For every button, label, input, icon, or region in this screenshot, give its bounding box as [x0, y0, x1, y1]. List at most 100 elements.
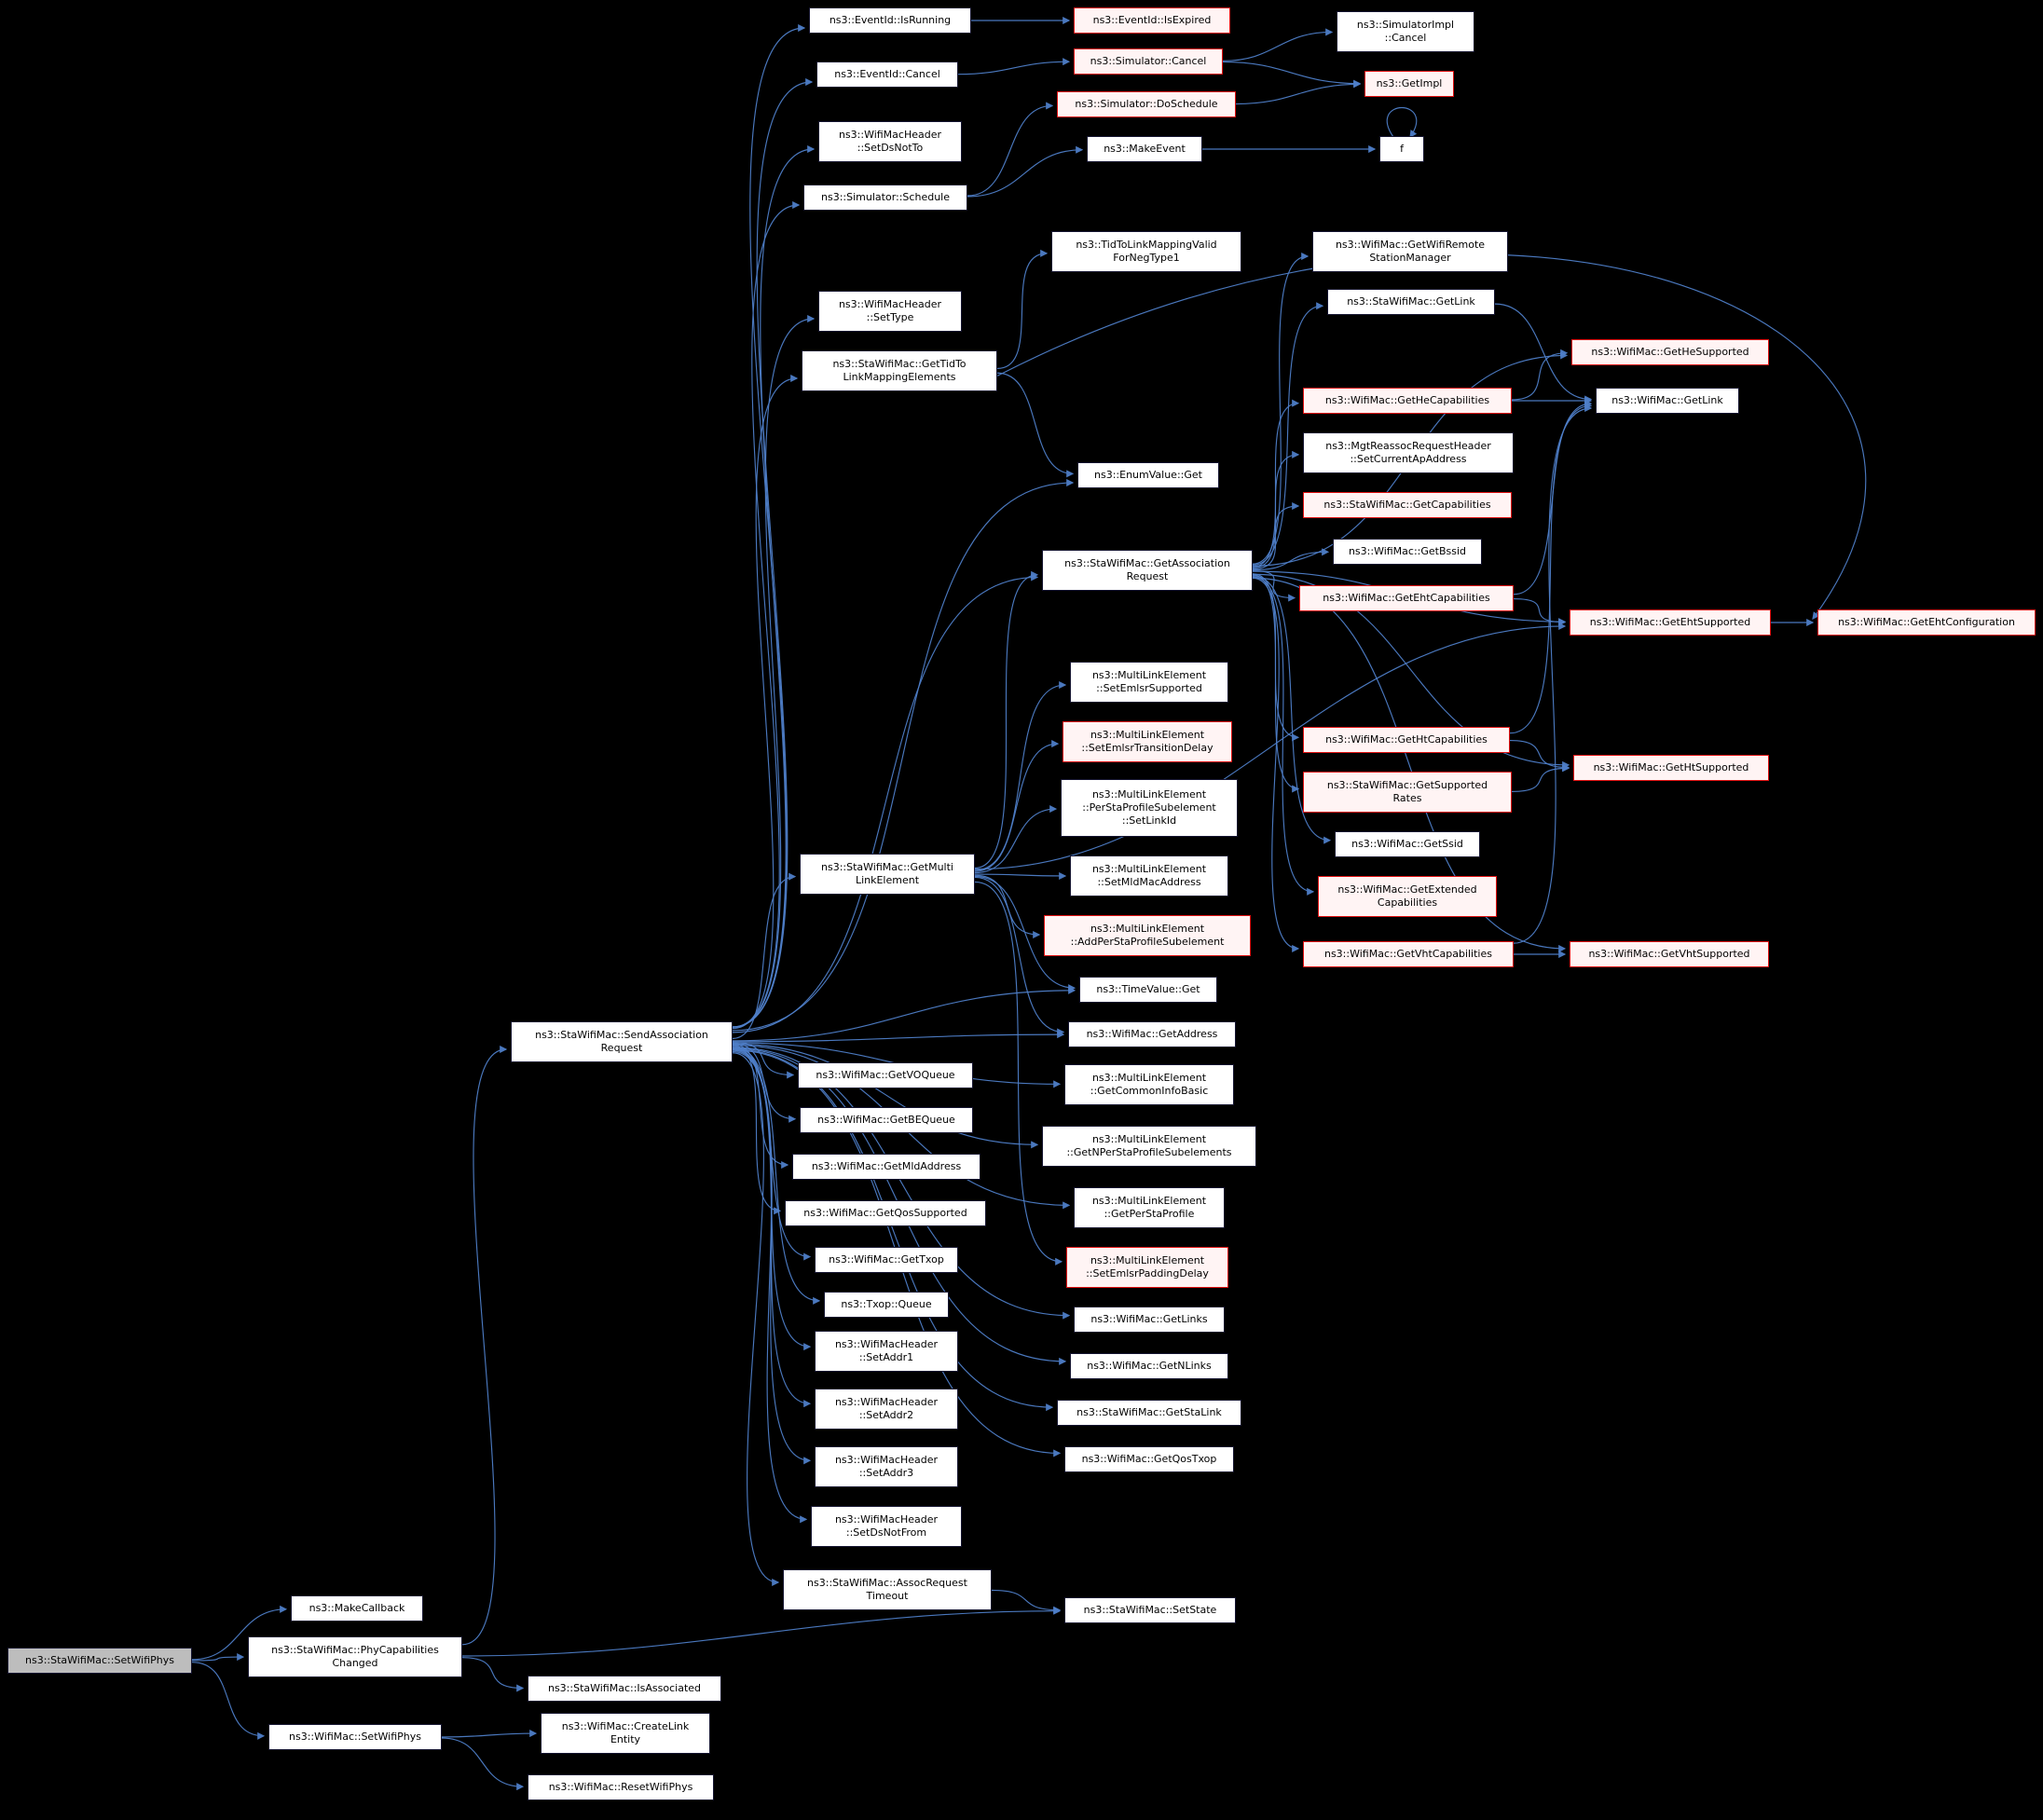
graph-node-label: f [1400, 143, 1404, 155]
graph-node-setstate[interactable]: ns3::StaWifiMac::SetState [1064, 1597, 1236, 1623]
graph-node-stagetlink[interactable]: ns3::StaWifiMac::GetLink [1327, 289, 1495, 315]
graph-node-label: ns3::MultiLinkElement [1090, 1254, 1205, 1266]
graph-node-f[interactable]: f [1379, 136, 1424, 162]
graph-node-getqostxop[interactable]: ns3::WifiMac::GetQosTxop [1064, 1446, 1234, 1472]
graph-node-getnlinks[interactable]: ns3::WifiMac::GetNLinks [1070, 1353, 1228, 1379]
graph-node-isassociated[interactable]: ns3::StaWifiMac::IsAssociated [528, 1676, 721, 1702]
graph-node-label: ::GetNPerStaProfileSubelements [1066, 1146, 1232, 1158]
graph-node-setmldaddr[interactable]: ns3::MultiLinkElement::SetMldMacAddress [1070, 855, 1228, 896]
graph-node-setlinkid[interactable]: ns3::MultiLinkElement::PerStaProfileSube… [1061, 779, 1238, 837]
graph-node-getvoqueue[interactable]: ns3::WifiMac::GetVOQueue [798, 1062, 973, 1088]
graph-node-label: ns3::WifiMac::GetLink [1611, 394, 1723, 406]
call-edge-sendassocreq-gettidtolink [732, 375, 799, 1030]
call-edge-sendassocreq-schedule [732, 201, 801, 1028]
graph-node-label: ns3::WifiMacHeader [834, 1338, 939, 1350]
graph-node-makecallback[interactable]: ns3::MakeCallback [291, 1595, 423, 1622]
graph-node-label: ns3::StaWifiMac::GetCapabilities [1323, 499, 1491, 511]
graph-node-enumget[interactable]: ns3::EnumValue::Get [1077, 462, 1219, 488]
graph-node-label: ns3::MultiLinkElement [1091, 669, 1207, 681]
graph-node-getperstaprof[interactable]: ns3::MultiLinkElement::GetPerStaProfile [1074, 1187, 1225, 1228]
graph-node-schedule[interactable]: ns3::Simulator::Schedule [803, 185, 967, 211]
graph-node-isexpired[interactable]: ns3::EventId::IsExpired [1074, 7, 1230, 34]
graph-node-getbequeue[interactable]: ns3::WifiMac::GetBEQueue [800, 1107, 973, 1133]
graph-node-label: ns3::MultiLinkElement [1091, 1195, 1207, 1207]
graph-node-setdsnotfrom[interactable]: ns3::WifiMacHeader::SetDsNotFrom [811, 1506, 962, 1547]
graph-node-getcap[interactable]: ns3::StaWifiMac::GetCapabilities [1303, 492, 1512, 518]
graph-node-macsetwifiphys[interactable]: ns3::WifiMac::SetWifiPhys [268, 1724, 442, 1750]
graph-node-setaddr3[interactable]: ns3::WifiMacHeader::SetAddr3 [815, 1446, 958, 1487]
graph-node-setaddr2[interactable]: ns3::WifiMacHeader::SetAddr2 [815, 1389, 958, 1430]
graph-node-getvhtsup[interactable]: ns3::WifiMac::GetVhtSupported [1570, 941, 1769, 967]
graph-node-getcommoninfo[interactable]: ns3::MultiLinkElement::GetCommonInfoBasi… [1064, 1064, 1234, 1105]
graph-node-evcancel[interactable]: ns3::EventId::Cancel [816, 62, 958, 88]
graph-node-setemlsrpd[interactable]: ns3::MultiLinkElement::SetEmlsrPaddingDe… [1066, 1247, 1228, 1288]
graph-node-label: ns3::StaWifiMac::GetLink [1347, 295, 1475, 308]
call-edge-getmle-getaddress [974, 876, 1065, 1036]
graph-node-label: ns3::WifiMac::GetVhtSupported [1588, 948, 1750, 960]
graph-node-getvhtcap[interactable]: ns3::WifiMac::GetVhtCapabilities [1303, 941, 1514, 967]
graph-node-gethtcap[interactable]: ns3::WifiMac::GetHtCapabilities [1303, 727, 1510, 753]
graph-node-label: Changed [332, 1657, 378, 1669]
graph-node-timeget[interactable]: ns3::TimeValue::Get [1079, 977, 1217, 1003]
graph-node-setemlsrtd[interactable]: ns3::MultiLinkElement::SetEmlsrTransitio… [1063, 721, 1232, 762]
graph-node-getlink[interactable]: ns3::WifiMac::GetLink [1596, 388, 1739, 414]
graph-node-makeevent[interactable]: ns3::MakeEvent [1087, 136, 1202, 162]
graph-node-simimplcancel[interactable]: ns3::SimulatorImpl::Cancel [1337, 11, 1474, 52]
graph-node-getlinks[interactable]: ns3::WifiMac::GetLinks [1074, 1307, 1225, 1333]
graph-node-label: ns3::StaWifiMac::GetAssociation [1064, 557, 1230, 569]
call-edge-sendassocreq-getlinks [732, 1047, 1071, 1320]
call-edge-macsetwifiphys-createlinkentity [441, 1730, 538, 1738]
graph-node-setaddr1[interactable]: ns3::WifiMacHeader::SetAddr1 [815, 1331, 958, 1372]
graph-node-gettxop[interactable]: ns3::WifiMac::GetTxop [815, 1247, 958, 1273]
graph-node-getnpersta[interactable]: ns3::MultiLinkElement::GetNPerStaProfile… [1042, 1126, 1256, 1167]
graph-node-settype[interactable]: ns3::WifiMacHeader::SetType [818, 291, 962, 332]
graph-node-setcurap[interactable]: ns3::MgtReassocRequestHeader::SetCurrent… [1303, 432, 1514, 473]
call-edge-doschedule-getimpl [1235, 80, 1362, 105]
graph-node-label: LinkElement [855, 874, 920, 886]
graph-node-label: ns3::Simulator::Cancel [1090, 55, 1207, 67]
graph-node-label: ::SetAddr1 [858, 1351, 914, 1363]
graph-node-label: ::SetAddr2 [858, 1409, 914, 1421]
graph-node-doschedule[interactable]: ns3::Simulator::DoSchedule [1057, 91, 1236, 117]
call-edge-phycapchanged-sendassocreq [461, 1046, 508, 1646]
graph-node-gethtsup[interactable]: ns3::WifiMac::GetHtSupported [1573, 755, 1769, 781]
graph-node-setwifiphys[interactable]: ns3::StaWifiMac::SetWifiPhys [7, 1648, 192, 1674]
graph-node-gethecap[interactable]: ns3::WifiMac::GetHeCapabilities [1303, 388, 1512, 414]
call-edge-getvhtcap-getlink [1513, 404, 1593, 944]
graph-node-getstalink[interactable]: ns3::StaWifiMac::GetStaLink [1057, 1400, 1241, 1426]
graph-node-getssid[interactable]: ns3::WifiMac::GetSsid [1335, 831, 1480, 857]
graph-node-getimpl[interactable]: ns3::GetImpl [1364, 71, 1454, 97]
graph-node-setdsnotto[interactable]: ns3::WifiMacHeader::SetDsNotTo [818, 121, 962, 162]
graph-node-isrunning[interactable]: ns3::EventId::IsRunning [809, 7, 971, 34]
graph-node-getehtsup[interactable]: ns3::WifiMac::GetEhtSupported [1570, 609, 1771, 636]
graph-node-addperstaprof[interactable]: ns3::MultiLinkElement::AddPerStaProfileS… [1044, 915, 1251, 956]
graph-node-resetwifiphys[interactable]: ns3::WifiMac::ResetWifiPhys [528, 1774, 714, 1800]
graph-node-getehtcap[interactable]: ns3::WifiMac::GetEhtCapabilities [1299, 585, 1514, 611]
graph-node-getmldaddress[interactable]: ns3::WifiMac::GetMldAddress [792, 1154, 980, 1180]
graph-node-getaddress[interactable]: ns3::WifiMac::GetAddress [1068, 1021, 1236, 1047]
graph-node-label: ns3::WifiMac::GetNLinks [1087, 1360, 1212, 1372]
graph-node-setemlsrsup[interactable]: ns3::MultiLinkElement::SetEmlsrSupported [1070, 662, 1228, 703]
graph-node-gethesup[interactable]: ns3::WifiMac::GetHeSupported [1571, 339, 1769, 365]
graph-node-label: ns3::TimeValue::Get [1096, 983, 1200, 995]
graph-node-simcancel[interactable]: ns3::Simulator::Cancel [1074, 48, 1223, 75]
call-edge-phycapchanged-setstate [461, 1607, 1062, 1657]
graph-node-label: ns3::WifiMac::GetHeCapabilities [1324, 394, 1490, 406]
graph-node-txopqueue[interactable]: ns3::Txop::Queue [824, 1292, 949, 1318]
graph-node-getehtconf[interactable]: ns3::WifiMac::GetEhtConfiguration [1817, 609, 2036, 636]
graph-node-getbssid[interactable]: ns3::WifiMac::GetBssid [1333, 539, 1482, 565]
graph-node-label: ns3::WifiMac::GetQosSupported [803, 1207, 967, 1219]
graph-node-getqossup[interactable]: ns3::WifiMac::GetQosSupported [785, 1200, 986, 1226]
